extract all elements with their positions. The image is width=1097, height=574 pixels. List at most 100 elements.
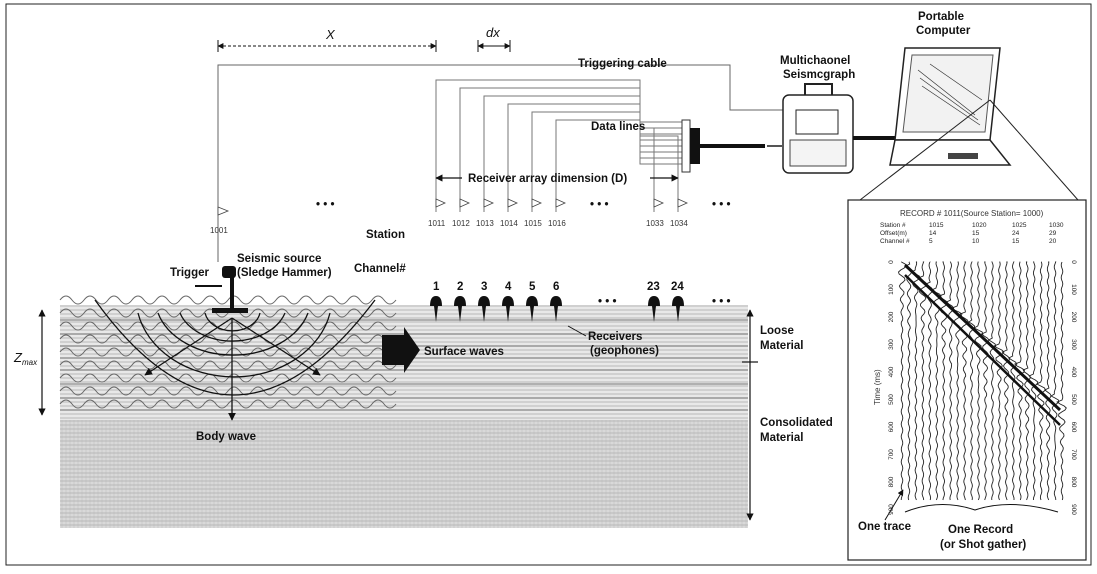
trace-wiggle (959, 261, 969, 501)
zmax-label: Zmax (13, 350, 38, 367)
channel-number: 24 (671, 281, 684, 293)
record-cell: 1030 (1049, 222, 1064, 229)
connector-icon (681, 119, 782, 173)
channel-label: Channel# (354, 263, 406, 275)
record-cell: 5 (929, 238, 933, 245)
record-cell: 1025 (1012, 222, 1027, 229)
ellipsis-5: • • • (712, 296, 730, 308)
record-cell: 15 (972, 230, 980, 237)
body-wave-label: Body wave (196, 431, 256, 443)
station-number: 1011 (428, 219, 446, 228)
record-cell: 14 (929, 230, 937, 237)
surface-waves-label: Surface waves (424, 346, 504, 358)
consolidated-label-1: Consolidated (760, 417, 833, 429)
source-label-2: (Sledge Hammer) (237, 267, 332, 279)
record-brace (904, 503, 1059, 513)
station-flag-icon (435, 198, 446, 208)
geophone-spike (434, 306, 438, 322)
trace-wiggle (980, 261, 990, 501)
one-trace-label: One trace (858, 521, 911, 533)
geophone-spike (652, 306, 656, 322)
geophone-spike (482, 306, 486, 322)
loose-label-2: Material (760, 340, 803, 352)
geophone-spike (676, 306, 680, 322)
record-cell: 1015 (929, 222, 944, 229)
trace-wiggle (1056, 261, 1067, 501)
station-flag-icon (677, 198, 688, 208)
time-tick-left: 0 (888, 260, 895, 264)
geophone-icon (478, 296, 490, 306)
channel-number: 3 (481, 281, 487, 293)
time-tick-right: 400 (1070, 367, 1077, 378)
geophone-icon (672, 296, 684, 306)
dx-label: dx (486, 25, 500, 40)
record-cell: 29 (1049, 230, 1057, 237)
trace-wiggle (925, 261, 934, 501)
trace-wiggle (1013, 261, 1025, 501)
record-row-label: Offset(m) (880, 230, 907, 237)
geophone-spike (506, 306, 510, 322)
channel-number: 23 (647, 281, 660, 293)
source-flag-icon (217, 206, 230, 216)
loose-label-1: Loose (760, 325, 794, 337)
station-number: 1034 (670, 219, 688, 228)
one-record-label-1: One Record (948, 524, 1013, 536)
zoom-lines (859, 99, 1079, 201)
geophone-icon (502, 296, 514, 306)
triggering-cable (217, 64, 790, 262)
trace-wiggle (917, 261, 928, 501)
station-flag-icon (483, 198, 494, 208)
trace-wiggle (1001, 261, 1010, 501)
record-cell: 24 (1012, 230, 1020, 237)
time-tick-left: 800 (888, 476, 895, 487)
time-tick-left: 100 (888, 284, 895, 295)
x-dimension (217, 40, 437, 52)
trace-wiggle (987, 261, 997, 501)
geophone-icon (648, 296, 660, 306)
source-label-1: Seismic source (237, 253, 321, 265)
time-tick-right: 700 (1070, 449, 1077, 460)
dx-dimension (477, 40, 511, 52)
data-lines-label: Data lines (591, 121, 645, 133)
time-tick-left: 500 (888, 394, 895, 405)
time-tick-right: 300 (1070, 339, 1077, 350)
station-number: 1033 (646, 219, 664, 228)
station-flag-icon (507, 198, 518, 208)
station-number: 1015 (524, 219, 542, 228)
station-flag-icon (531, 198, 542, 208)
record-title: RECORD # 1011(Source Station= 1000) (900, 209, 1044, 218)
trace-wiggle (1028, 261, 1039, 501)
channel-number: 2 (457, 281, 463, 293)
trace-wiggle (1035, 261, 1047, 501)
seismograph-icon (782, 83, 900, 174)
record-cell: 1020 (972, 222, 987, 229)
computer-label-1: Portable (918, 11, 964, 23)
trace-wiggle (993, 261, 1005, 501)
time-axis-label: Time (ms) (873, 369, 882, 405)
ellipsis-1: • • • (316, 199, 334, 211)
time-tick-left: 700 (888, 449, 895, 460)
station-number: 1013 (476, 219, 494, 228)
record-cell: 10 (972, 238, 980, 245)
time-tick-right: 0 (1070, 260, 1077, 264)
station-flag-icon (653, 198, 664, 208)
station-number: 1014 (500, 219, 518, 228)
channel-number: 6 (553, 281, 559, 293)
station-number: 1016 (548, 219, 566, 228)
trace-wiggle (967, 261, 975, 501)
station-flag-icon (555, 198, 566, 208)
record-cell: 20 (1049, 238, 1057, 245)
body-wave-fronts (94, 299, 376, 421)
x-label: X (325, 27, 336, 42)
trace-wiggle (910, 261, 921, 501)
time-tick-left: 200 (888, 311, 895, 322)
stations: 1011110122101331014410155101661033231034… (428, 198, 688, 322)
seismograph-label-1: Multichaonel (780, 55, 850, 67)
channel-number: 5 (529, 281, 536, 293)
consolidated-label-2: Material (760, 432, 803, 444)
arrival-band (904, 274, 1061, 426)
computer-label-2: Computer (916, 25, 971, 37)
